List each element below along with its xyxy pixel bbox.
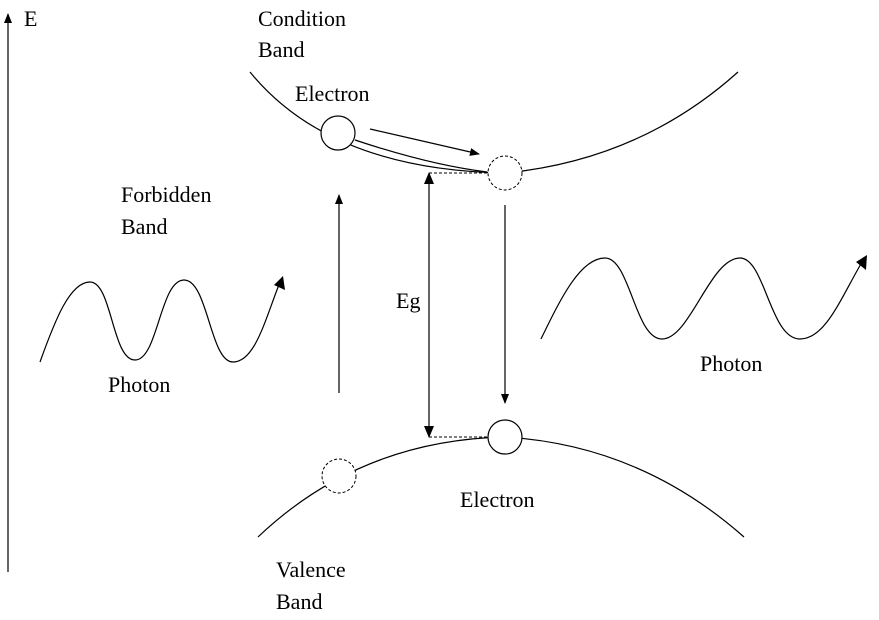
photon-arrowhead-left — [274, 276, 285, 290]
photon-wave-right — [540, 257, 863, 340]
hole-circle-top — [487, 155, 523, 191]
conduction-band-label-line1: Condition — [258, 6, 346, 31]
electron-circle-top — [320, 115, 356, 151]
electron-label-bottom: Electron — [460, 487, 535, 512]
transition-arrow-top — [369, 128, 480, 156]
valence-band-label-line2: Band — [276, 589, 322, 614]
photon-label-right: Photon — [700, 351, 762, 376]
photon-label-left: Photon — [108, 372, 170, 397]
photon-arrowhead-right — [856, 255, 867, 270]
valence-band-label-line1: Valence — [276, 557, 346, 582]
gap-label: Eg — [396, 288, 420, 313]
energy-axis-label: E — [24, 6, 37, 31]
electron-circle-bottom — [487, 419, 523, 455]
forbidden-band-label-line2: Band — [121, 214, 167, 239]
conduction-band-label-line2: Band — [258, 37, 304, 62]
gap-arrowhead-top — [424, 172, 434, 184]
hole-circle-bottom — [321, 458, 357, 494]
electron-label-top: Electron — [295, 81, 370, 106]
gap-arrowhead-bottom — [424, 426, 434, 438]
conduction-electron-track — [354, 139, 488, 173]
forbidden-band-label-line1: Forbidden — [121, 182, 211, 207]
photon-wave-left — [39, 279, 281, 363]
